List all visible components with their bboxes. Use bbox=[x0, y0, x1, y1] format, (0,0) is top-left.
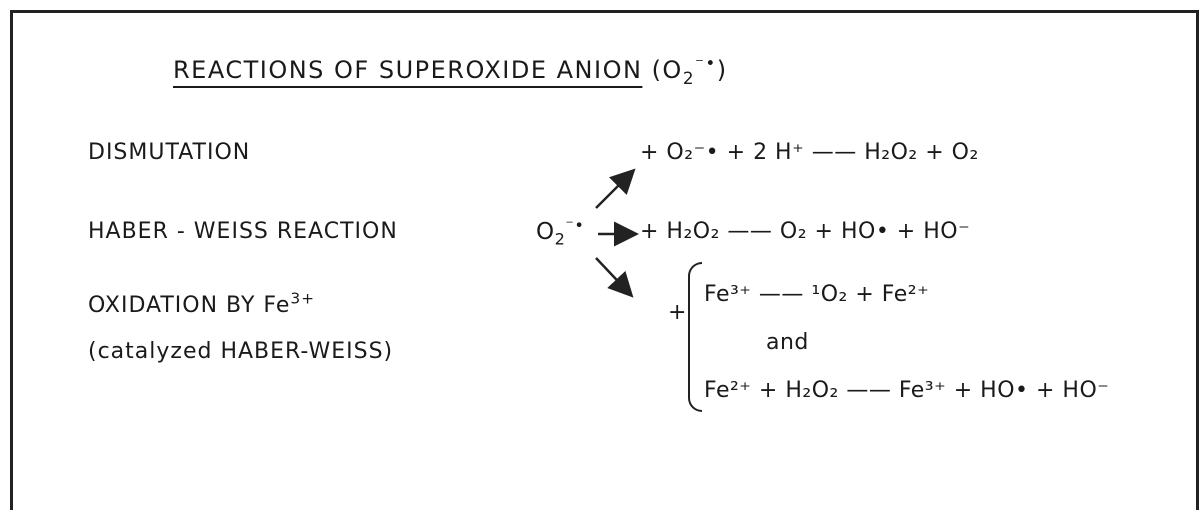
title-formula: (O2⁻•) bbox=[651, 53, 728, 88]
diagram-title: REACTIONS OF SUPEROXIDE ANION (O2⁻•) bbox=[173, 53, 728, 88]
reaction-fe-step1: Fe³⁺ —— ¹O₂ + Fe²⁺ bbox=[704, 282, 930, 307]
reaction-fe-step2: Fe²⁺ + H₂O₂ —— Fe³⁺ + HO• + HO⁻ bbox=[704, 378, 1110, 403]
diagram-frame bbox=[10, 10, 1199, 510]
label-oxidation: OXIDATION BY Fe3+ bbox=[88, 289, 316, 318]
fe-plus-sign: + bbox=[668, 300, 687, 325]
fe-bracket bbox=[688, 262, 702, 412]
reactant-superoxide: O2⁻• bbox=[536, 215, 585, 249]
reaction-haber-weiss: + H₂O₂ —— O₂ + HO• + HO⁻ bbox=[640, 219, 971, 244]
label-haber-weiss: HABER - WEISS REACTION bbox=[88, 219, 398, 244]
reaction-and: and bbox=[766, 330, 809, 355]
label-catalyzed: (catalyzed HABER-WEISS) bbox=[88, 339, 394, 364]
reaction-dismutation: + O₂⁻• + 2 H⁺ —— H₂O₂ + O₂ bbox=[640, 140, 979, 165]
label-dismutation: DISMUTATION bbox=[88, 140, 251, 165]
title-text: REACTIONS OF SUPEROXIDE ANION bbox=[173, 56, 643, 84]
